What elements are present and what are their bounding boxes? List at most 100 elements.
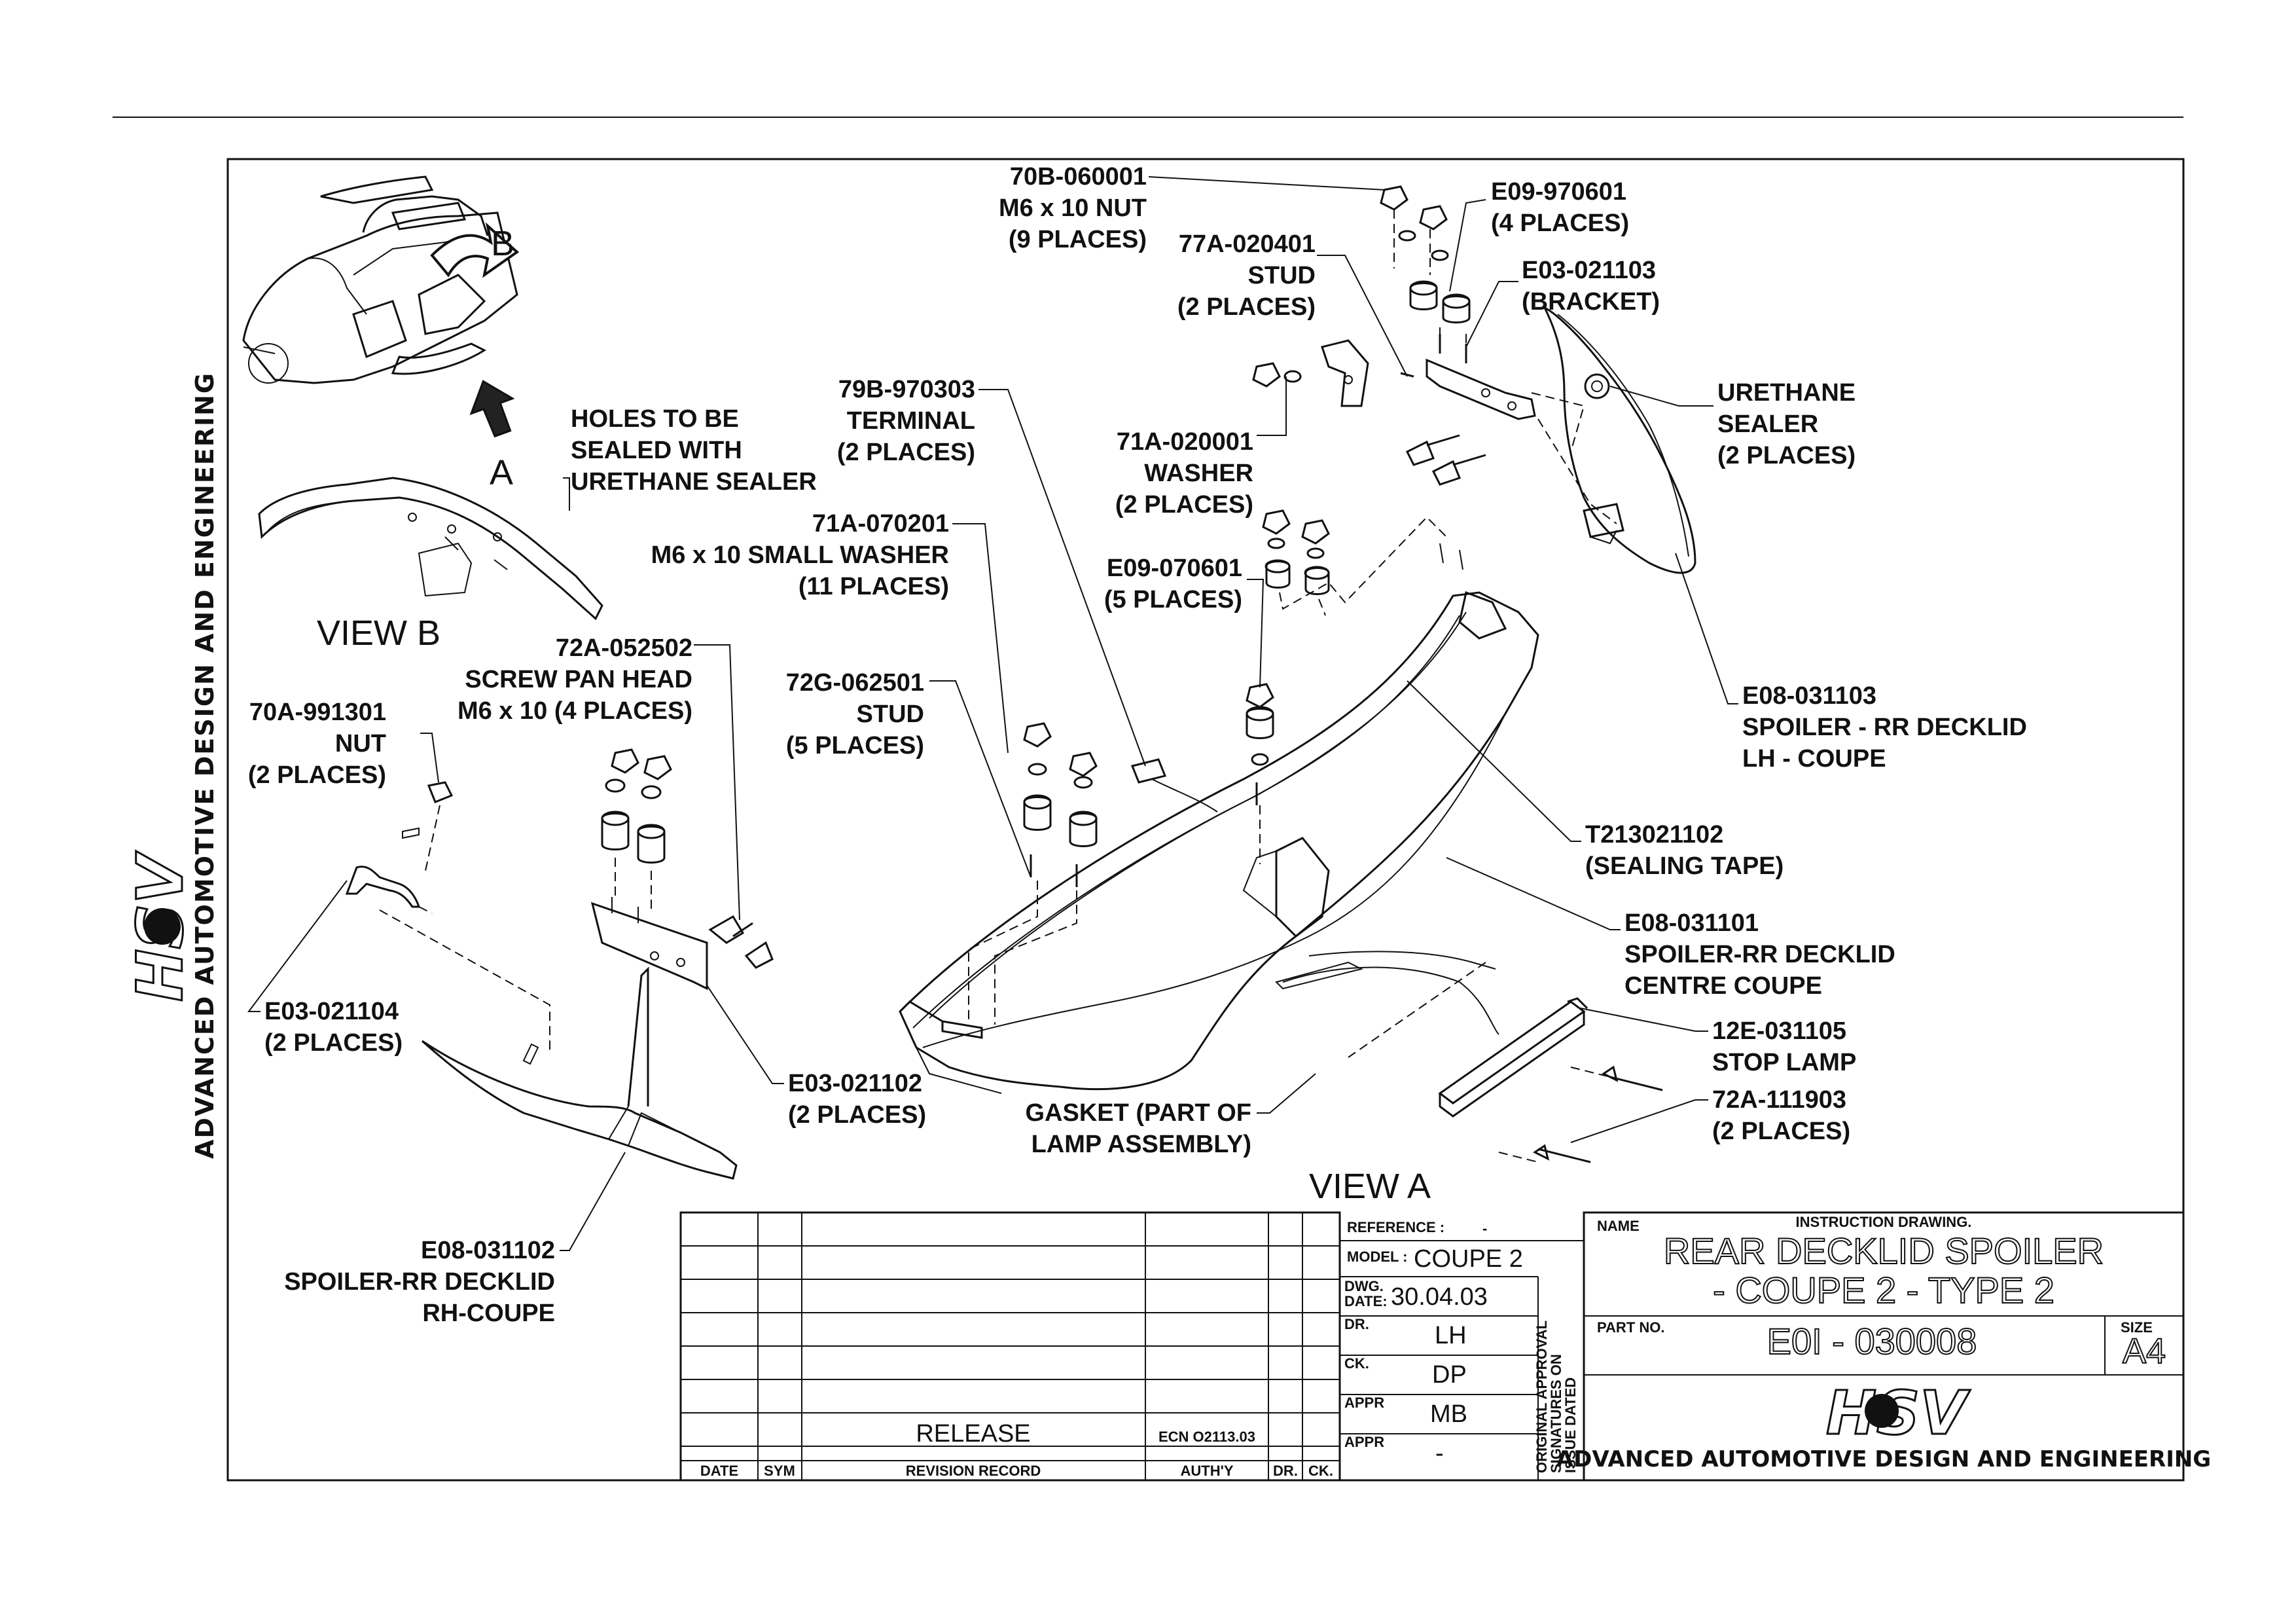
svg-text:SPOILER-RR DECKLID: SPOILER-RR DECKLID — [1624, 941, 1895, 968]
size-value: A4 — [2123, 1332, 2166, 1371]
dwg-label: DWG. — [1344, 1278, 1384, 1294]
svg-text:(2 PLACES): (2 PLACES) — [264, 1029, 403, 1057]
ck-value: DP — [1432, 1361, 1467, 1389]
svg-text:(SEALING TAPE): (SEALING TAPE) — [1585, 852, 1784, 880]
svg-text:SIGNATURES ON: SIGNATURES ON — [1548, 1354, 1564, 1473]
svg-text:T213021102: T213021102 — [1585, 821, 1723, 848]
svg-text:SCREW PAN HEAD: SCREW PAN HEAD — [465, 666, 692, 693]
svg-text:71A-020001: 71A-020001 — [1117, 428, 1253, 456]
svg-text:(5 PLACES): (5 PLACES) — [786, 732, 924, 759]
svg-text:URETHANE SEALER: URETHANE SEALER — [571, 468, 817, 496]
callout-stop-lamp: 12E-031105 STOP LAMP — [1712, 1017, 1856, 1076]
centre-fasteners — [1023, 722, 1098, 887]
callout-nut-70b: 70B-060001 M6 x 10 NUT (9 PLACES) — [999, 163, 1147, 253]
svg-text:(BRACKET): (BRACKET) — [1522, 288, 1660, 316]
svg-text:URETHANE: URETHANE — [1717, 379, 1856, 407]
company-name: ADVANCED AUTOMOTIVE DESIGN AND ENGINEERI… — [1556, 1446, 2211, 1472]
callout-stud-77a: 77A-020401 STUD (2 PLACES) — [1177, 230, 1316, 321]
svg-text:M6 x 10 NUT: M6 x 10 NUT — [999, 194, 1147, 222]
rev-header-sym: SYM — [764, 1463, 795, 1479]
car-rear-sketch — [242, 175, 520, 438]
part-no-label: PART NO. — [1597, 1319, 1664, 1336]
svg-text:72A-052502: 72A-052502 — [556, 634, 692, 662]
appr-label-1: APPR — [1344, 1395, 1384, 1411]
rev-header-ck: CK. — [1308, 1463, 1333, 1479]
svg-text:72A-111903: 72A-111903 — [1712, 1086, 1846, 1114]
dr-value: LH — [1435, 1322, 1467, 1349]
spoiler-lh — [1542, 305, 1696, 574]
svg-text:WASHER: WASHER — [1144, 460, 1253, 487]
callout-gasket: GASKET (PART OF LAMP ASSEMBLY) — [1025, 1099, 1251, 1158]
callout-terminal-79b: 79B-970303 TERMINAL (2 PLACES) — [837, 376, 975, 466]
svg-text:E08-031101: E08-031101 — [1624, 909, 1759, 937]
svg-text:SEALER: SEALER — [1717, 410, 1818, 438]
reference-label: REFERENCE : — [1347, 1219, 1444, 1235]
svg-text:(5 PLACES): (5 PLACES) — [1104, 586, 1242, 613]
svg-text:SPOILER-RR DECKLID: SPOILER-RR DECKLID — [284, 1268, 555, 1296]
callout-bracket-e03-021103: E03-021103 (BRACKET) — [1522, 257, 1660, 316]
svg-text:LH - COUPE: LH - COUPE — [1742, 745, 1886, 773]
svg-text:E03-021104: E03-021104 — [264, 998, 399, 1025]
leader-lines — [247, 176, 1738, 1251]
view-b-arrow — [430, 222, 520, 278]
callout-e03-021102: E03-021102 (2 PLACES) — [788, 1070, 926, 1129]
name-label: NAME — [1597, 1218, 1640, 1234]
svg-text:ORIGINAL APPROVAL: ORIGINAL APPROVAL — [1534, 1321, 1550, 1473]
callout-e09-970601: E09-970601 (4 PLACES) — [1491, 178, 1629, 237]
svg-text:(2 PLACES): (2 PLACES) — [837, 439, 975, 466]
callout-small-washer-71a: 71A-070201 M6 x 10 SMALL WASHER (11 PLAC… — [651, 510, 949, 600]
svg-text:ISSUE DATED: ISSUE DATED — [1562, 1377, 1579, 1473]
svg-text:CENTRE COUPE: CENTRE COUPE — [1624, 972, 1822, 1000]
date-label: DATE: — [1344, 1293, 1388, 1309]
svg-text:72G-062501: 72G-062501 — [786, 669, 924, 697]
svg-text:(11 PLACES): (11 PLACES) — [798, 573, 949, 600]
release-label: RELEASE — [916, 1420, 1030, 1448]
svg-text:(2 PLACES): (2 PLACES) — [1115, 491, 1253, 519]
screws-72a-111903 — [1533, 1065, 1663, 1163]
svg-text:LAMP ASSEMBLY): LAMP ASSEMBLY) — [1031, 1131, 1251, 1158]
drawing-name-line-1: REAR DECKLID SPOILER — [1664, 1230, 2104, 1271]
hsv-logo-title-block: HSV — [1825, 1377, 1972, 1450]
callout-stud-72g: 72G-062501 STUD (5 PLACES) — [786, 669, 924, 759]
dwg-date-value: 30.04.03 — [1391, 1283, 1488, 1311]
size-label: SIZE — [2121, 1319, 2153, 1336]
svg-text:(4 PLACES): (4 PLACES) — [1491, 210, 1629, 237]
svg-text:(2 PLACES): (2 PLACES) — [248, 761, 386, 789]
svg-text:STUD: STUD — [1248, 262, 1316, 289]
arrow-b-label: B — [491, 224, 514, 263]
svg-text:(2 PLACES): (2 PLACES) — [1712, 1118, 1850, 1145]
svg-text:TERMINAL: TERMINAL — [847, 407, 975, 435]
stop-lamp — [1438, 997, 1588, 1118]
model-value: COUPE 2 — [1414, 1245, 1523, 1273]
approval-note: ORIGINAL APPROVAL SIGNATURES ON ISSUE DA… — [1534, 1321, 1579, 1473]
svg-text:STOP LAMP: STOP LAMP — [1712, 1049, 1856, 1076]
callout-sealing-tape: T213021102 (SEALING TAPE) — [1585, 821, 1784, 880]
centre-stud-stack — [1246, 683, 1274, 805]
model-label: MODEL : — [1347, 1249, 1407, 1265]
rev-header-revision-record: REVISION RECORD — [906, 1463, 1041, 1479]
svg-text:E09-970601: E09-970601 — [1491, 178, 1626, 206]
reference-value: - — [1482, 1220, 1487, 1237]
callout-holes-sealed: HOLES TO BE SEALED WITH URETHANE SEALER — [571, 405, 817, 496]
drawing-type: INSTRUCTION DRAWING. — [1796, 1214, 1972, 1230]
appr-label-2: APPR — [1344, 1434, 1384, 1450]
svg-text:STUD: STUD — [857, 701, 924, 728]
svg-text:M6 x 10 (4 PLACES): M6 x 10 (4 PLACES) — [457, 697, 692, 725]
svg-text:E03-021103: E03-021103 — [1522, 257, 1656, 284]
drawing-name-line-2: - COUPE 2 - TYPE 2 — [1713, 1269, 2054, 1311]
callout-spoiler-rh: E08-031102 SPOILER-RR DECKLID RH-COUPE — [284, 1237, 555, 1327]
view-a-label: VIEW A — [1309, 1167, 1431, 1206]
dr-label: DR. — [1344, 1316, 1369, 1332]
svg-text:70A-991301: 70A-991301 — [249, 699, 386, 726]
callout-screw-72a-111903: 72A-111903 (2 PLACES) — [1712, 1086, 1850, 1145]
callout-spoiler-lh: E08-031103 SPOILER - RR DECKLID LH - COU… — [1742, 682, 2027, 773]
spoiler-rh — [345, 748, 774, 1180]
bracket-e03-021103 — [1321, 334, 1536, 420]
rev-header-dr: DR. — [1273, 1463, 1298, 1479]
svg-text:E08-031102: E08-031102 — [421, 1237, 555, 1264]
svg-text:E09-070601: E09-070601 — [1107, 555, 1242, 582]
callout-spoiler-centre: E08-031101 SPOILER-RR DECKLID CENTRE COU… — [1624, 909, 1895, 1000]
svg-text:(2 PLACES): (2 PLACES) — [1717, 442, 1856, 469]
top-fastener-stack — [1252, 185, 1471, 388]
svg-text:71A-070201: 71A-070201 — [812, 510, 949, 538]
